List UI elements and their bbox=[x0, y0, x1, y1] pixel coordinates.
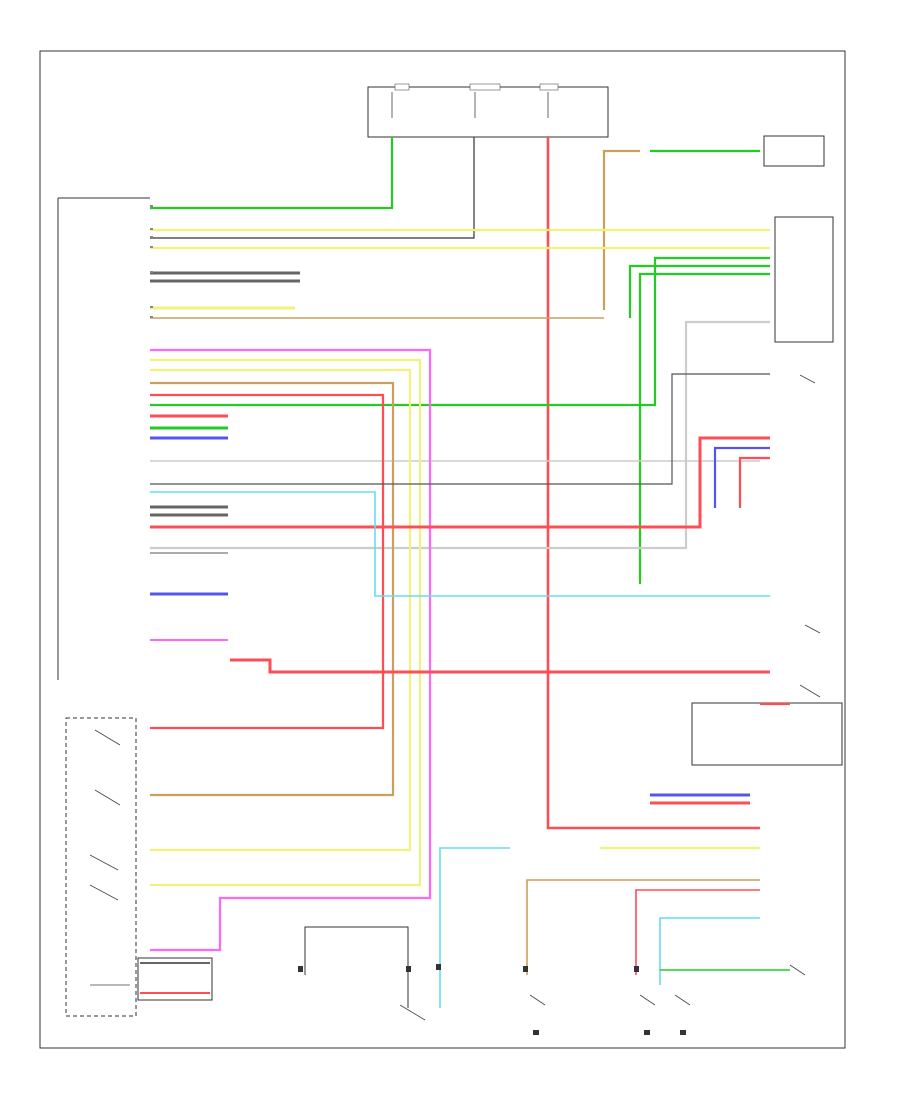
switch-symbols bbox=[529, 374, 821, 1006]
wire-pink-vertical bbox=[150, 348, 432, 952]
lower-left-switch-assembly bbox=[65, 717, 213, 1017]
wires bbox=[140, 137, 790, 1008]
wire-green-right-1 bbox=[150, 256, 770, 407]
wire-black-fuse-mid bbox=[150, 137, 475, 239]
wire-yellow-vertical-2 bbox=[150, 368, 412, 852]
wire-brown-vertical bbox=[150, 381, 395, 797]
wire-green-right-2 bbox=[628, 264, 770, 318]
wire-red-sensor bbox=[635, 889, 760, 975]
bottom-center-bracket bbox=[304, 926, 426, 1021]
ground-symbols bbox=[298, 964, 686, 1035]
connector-pins-left bbox=[150, 205, 153, 318]
wire-green-right-3 bbox=[638, 272, 770, 584]
diagram-border bbox=[39, 50, 846, 1049]
wire-red-main-vertical bbox=[546, 137, 760, 830]
wire-cyan-sensor bbox=[659, 917, 760, 985]
fuse-relay-box bbox=[367, 83, 609, 138]
wire-yellow-vertical-1 bbox=[150, 358, 422, 887]
wire-brown-top-right bbox=[602, 149, 640, 310]
right-connector-box bbox=[774, 216, 834, 343]
wire-red-long bbox=[150, 436, 770, 529]
wire-gray-right bbox=[150, 320, 770, 550]
wire-red-lower-long bbox=[230, 658, 770, 674]
wire-gray-top bbox=[150, 373, 770, 485]
wire-cyan-long bbox=[150, 491, 770, 597]
main-unit-bracket bbox=[57, 197, 150, 680]
wire-blue-right bbox=[713, 446, 770, 508]
wire-brown-sensor bbox=[526, 879, 760, 975]
wire-red-right-2 bbox=[738, 456, 770, 508]
wire-cyan-vertical bbox=[439, 847, 510, 1008]
top-right-module-box bbox=[763, 135, 825, 167]
wire-green-fuse-left bbox=[150, 137, 394, 210]
right-middle-module-box bbox=[691, 702, 843, 766]
wire-red-vertical-left bbox=[150, 393, 385, 730]
